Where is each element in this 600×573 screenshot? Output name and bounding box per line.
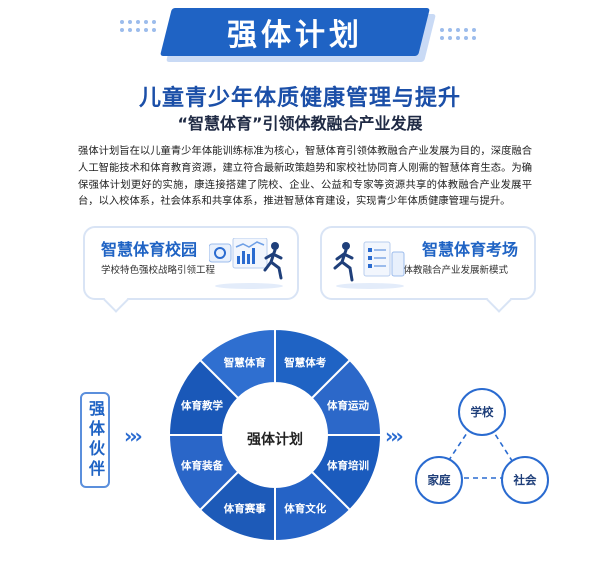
card-smart-campus: 智慧体育校园 学校特色强校战略引领工程 <box>83 226 299 313</box>
ring-segment-label: 体育培训 <box>326 460 369 473</box>
dot-pattern-right <box>440 28 476 40</box>
banner-title: 强体计划 <box>227 18 363 53</box>
card-smart-exam: 智慧体育考场 体教融合产业发展新模式 <box>320 226 536 313</box>
partner-label: 强体伙伴 <box>86 400 105 480</box>
intro-paragraph: 强体计划旨在以儿童青少年体能训练标准为核心，智慧体育引领体教融合产业发展为目的，… <box>78 145 532 208</box>
banner: 强体计划 <box>0 0 600 70</box>
node-family: 家庭 <box>415 456 463 504</box>
card-tail <box>486 287 512 313</box>
ring-segment-label: 体育装备 <box>181 460 223 473</box>
ring-segment-label: 体育文化 <box>284 502 327 515</box>
card-title: 智慧体育校园 <box>101 240 198 259</box>
ring-center-label: 强体计划 <box>247 432 303 448</box>
ring-segment-label: 智慧体育 <box>223 357 266 369</box>
partner-label-box: 强体伙伴 <box>80 392 110 488</box>
chevron-right-icon: ››› <box>124 424 143 448</box>
dashboard-runner-illustration-icon <box>209 238 283 289</box>
ring-segment-label: 智慧体考 <box>284 357 327 369</box>
ring-segment-label: 体育教学 <box>181 399 223 412</box>
ring-center <box>225 385 325 485</box>
chevron-right-icon: ››› <box>385 424 404 448</box>
node-society: 社会 <box>501 456 549 504</box>
ring-segment <box>167 358 240 436</box>
page-title: 儿童青少年体质健康管理与提升 <box>138 86 461 111</box>
card-subtitle: 学校特色强校战略引领工程 <box>101 265 216 276</box>
page-subtitle: “智慧体育”引领体教融合产业发展 <box>177 114 423 133</box>
ring-segment-label: 体育运动 <box>326 399 369 412</box>
node-school: 学校 <box>458 388 506 436</box>
card-tail <box>103 287 129 313</box>
dot-pattern-left <box>120 20 156 32</box>
plan-ring-diagram <box>167 327 383 543</box>
runner-checklist-illustration-icon <box>333 241 405 289</box>
card-title: 智慧体育考场 <box>421 240 518 259</box>
card-subtitle: 体教融合产业发展新模式 <box>403 265 508 276</box>
ring-segment-label: 体育赛事 <box>223 502 266 515</box>
